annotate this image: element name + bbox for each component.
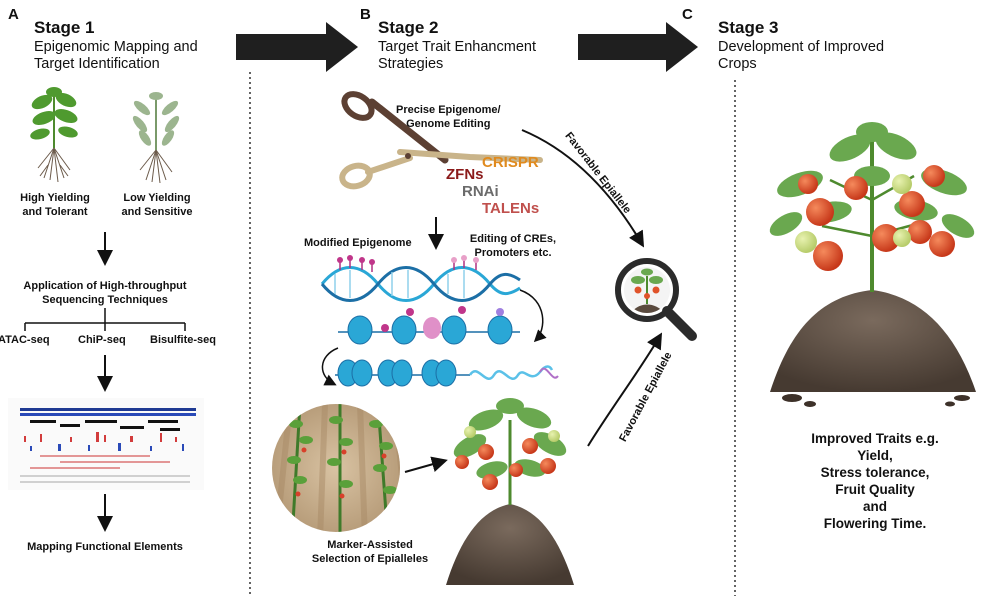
arrow-field-to-plant — [404, 456, 448, 473]
tool-zfns: ZFNs — [446, 166, 484, 183]
tool-crispr: CRISPR — [482, 154, 539, 171]
label-modified-epigenome: Modified Epigenome — [304, 237, 412, 249]
arrow-chromatin-2 — [321, 347, 339, 386]
stage-arrow-2 — [578, 22, 698, 72]
stage-2-title: Stage 2 — [378, 18, 439, 37]
favorable-arrow-bottom — [587, 332, 663, 447]
scissors-icon — [339, 91, 543, 190]
tool-talens: TALENs — [482, 200, 540, 217]
technique-atac-seq: ATAC-seq — [0, 334, 50, 346]
stage-3-title: Stage 3 — [718, 18, 779, 37]
panel-letter-c: C — [682, 6, 693, 23]
magnifier-icon — [615, 258, 697, 341]
healthy-plant-icon — [30, 87, 78, 183]
technique-bracket — [24, 308, 186, 331]
stage-1-title: Stage 1 — [34, 18, 95, 37]
panel-letter-b: B — [360, 6, 371, 23]
tool-rnai: RNAi — [462, 183, 499, 200]
technique-bisulfite-seq: Bisulfite-seq — [150, 334, 217, 346]
label-editing: Precise Epigenome/Genome Editing — [396, 104, 501, 130]
chromatin-row-1 — [338, 306, 520, 345]
crop-field-image — [272, 404, 400, 532]
genome-browser-image — [8, 398, 204, 490]
technique-chip-seq: ChiP-seq — [78, 334, 126, 346]
arrow-to-chromatin — [519, 289, 547, 343]
tomato-plant-large — [769, 122, 976, 407]
dna-helix-icon — [320, 255, 521, 302]
tomato-plant-small — [446, 398, 574, 585]
panel-letter-a: A — [8, 6, 19, 23]
label-cres: Editing of CREs,Promoters etc. — [469, 233, 557, 259]
stage-arrow-1 — [236, 22, 358, 72]
label-mapping: Mapping Functional Elements — [27, 541, 183, 553]
improved-traits-list: Improved Traits e.g. Yield, Stress toler… — [811, 431, 939, 531]
chromatin-row-2 — [335, 359, 559, 387]
favorable-arrow-top — [521, 129, 645, 248]
wilted-plant-icon — [132, 92, 180, 184]
